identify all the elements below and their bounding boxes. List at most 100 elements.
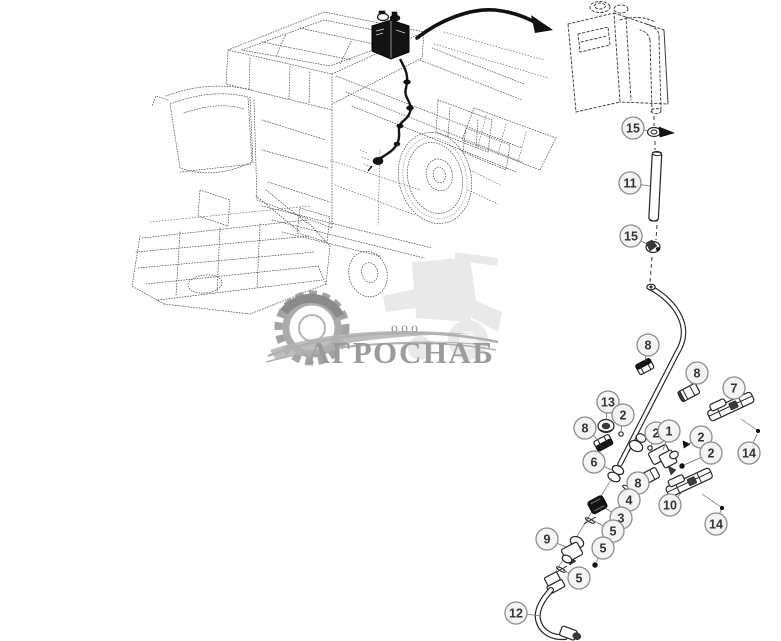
callout-5: 5 xyxy=(562,566,591,590)
callout-balloon xyxy=(704,512,728,536)
callout-balloon xyxy=(573,416,597,440)
callout-balloon xyxy=(619,224,643,248)
watermark-company-prefix: ооо xyxy=(391,321,421,336)
callout-number: 14 xyxy=(709,518,723,532)
callout-balloon xyxy=(685,361,709,385)
callout-number: 8 xyxy=(635,477,642,491)
callout-balloon xyxy=(722,376,746,400)
callout-balloon xyxy=(582,450,606,474)
combine-harvester-sketch xyxy=(131,11,557,315)
callout-balloon xyxy=(611,403,635,427)
clamp-part-8c xyxy=(593,434,614,452)
callout-1: 1 xyxy=(657,419,681,451)
callout-balloon xyxy=(618,171,642,195)
callout-5: 5 xyxy=(593,519,625,543)
callout-number: 5 xyxy=(610,525,617,539)
callout-8: 8 xyxy=(626,471,650,495)
callout-number: 14 xyxy=(742,447,756,461)
watermark: ооо АГРОСНАБ xyxy=(265,252,502,370)
clamp-part-15b xyxy=(645,239,661,254)
clamp-part-15a xyxy=(646,126,675,138)
callout-14: 14 xyxy=(704,509,728,536)
callout-10: 10 xyxy=(658,491,683,517)
highlighted-reservoir xyxy=(367,10,414,172)
clamp-part-8a xyxy=(635,358,655,376)
exploded-assembly xyxy=(534,116,760,641)
callout-8: 8 xyxy=(685,361,709,388)
nut-part-13 xyxy=(597,418,615,434)
callout-8: 8 xyxy=(573,416,599,441)
callout-number: 10 xyxy=(663,499,677,513)
callout-number: 5 xyxy=(576,572,583,586)
bracket-part-7 xyxy=(707,391,760,433)
callout-number: 13 xyxy=(601,396,615,410)
callout-number: 1 xyxy=(666,425,673,439)
assembly-axis xyxy=(551,477,613,579)
callout-number: 8 xyxy=(645,339,652,353)
callout-number: 8 xyxy=(694,367,701,381)
callout-number: 2 xyxy=(698,431,705,445)
callout-balloon xyxy=(504,601,528,625)
callout-4: 4 xyxy=(617,488,641,512)
callout-number: 6 xyxy=(591,456,598,470)
tube-part-11 xyxy=(648,150,663,222)
callout-balloon xyxy=(596,390,620,414)
tee-fitting-part-1 xyxy=(647,444,679,476)
washer-part-5a xyxy=(583,516,597,525)
front-wheel-sketch xyxy=(397,132,473,224)
callout-number: 15 xyxy=(626,122,640,136)
callout-balloon xyxy=(658,493,682,517)
callout-14: 14 xyxy=(737,433,761,465)
callout-8: 8 xyxy=(636,333,660,362)
callout-number: 2 xyxy=(620,409,627,423)
callout-balloon xyxy=(601,519,625,543)
fitting-part-8b xyxy=(677,383,701,403)
callout-number: 7 xyxy=(731,382,738,396)
nut-part-3 xyxy=(587,495,608,515)
callout-12: 12 xyxy=(504,601,542,625)
screw-part-2b xyxy=(647,445,653,451)
callout-balloon xyxy=(535,527,559,551)
callout-number: 12 xyxy=(509,607,523,621)
callout-balloon xyxy=(699,441,723,465)
callout-13: 13 xyxy=(596,390,620,421)
callout-balloon xyxy=(657,419,681,443)
hose-part-12 xyxy=(534,571,581,641)
detail-arrow xyxy=(415,8,553,40)
callout-number: 3 xyxy=(618,512,625,526)
callout-balloon xyxy=(567,566,591,590)
callout-balloon xyxy=(591,536,615,560)
elbow-part-9 xyxy=(560,535,585,566)
callout-balloon xyxy=(636,333,660,357)
washer-part-5c xyxy=(554,565,568,574)
callout-2: 2 xyxy=(611,403,635,433)
callout-number: 11 xyxy=(623,177,636,191)
callout-5: 5 xyxy=(591,536,615,564)
callout-15: 15 xyxy=(619,224,648,248)
callout-number: 2 xyxy=(653,427,660,441)
callout-number: 8 xyxy=(582,422,589,436)
callout-number: 5 xyxy=(600,542,607,556)
screw-part-2d xyxy=(679,463,685,469)
callout-7: 7 xyxy=(722,376,746,402)
callout-number: 4 xyxy=(626,494,633,508)
watermark-company-name: АГРОСНАБ xyxy=(308,335,495,370)
reservoir-hose xyxy=(374,58,412,163)
callout-balloon xyxy=(621,116,645,140)
callout-6: 6 xyxy=(582,450,613,474)
bracket-part-10 xyxy=(665,467,724,510)
small-wheel-sketch xyxy=(348,250,388,298)
watermark-swoosh xyxy=(265,331,499,363)
callout-number: 2 xyxy=(708,447,715,461)
callout-number: 15 xyxy=(624,230,638,244)
watermark-gear-icon xyxy=(274,290,350,366)
screw-part-5b xyxy=(592,562,598,568)
screw-part-2c xyxy=(682,440,691,449)
tube-union xyxy=(628,433,647,453)
screw-part-2a xyxy=(618,431,624,437)
callout-11: 11 xyxy=(618,171,651,195)
callout-2: 2 xyxy=(683,441,723,466)
